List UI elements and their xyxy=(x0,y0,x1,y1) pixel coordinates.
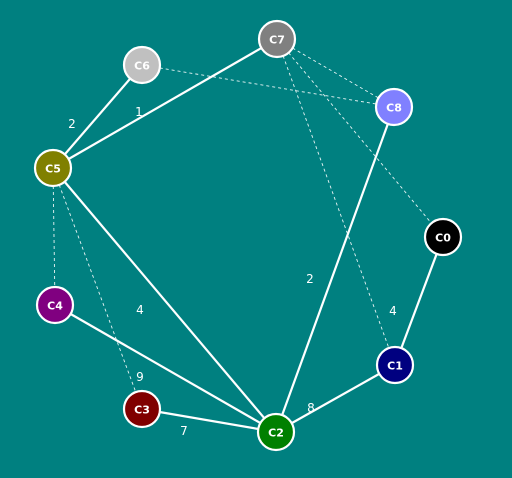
node-label: C8 xyxy=(386,102,402,115)
node-label: C1 xyxy=(387,360,403,373)
node-c0[interactable]: C0 xyxy=(423,217,463,257)
edges-layer xyxy=(52,38,445,434)
edge-weight-c3-c2: 7 xyxy=(180,424,188,438)
node-label: C5 xyxy=(45,163,61,176)
node-circle xyxy=(257,19,297,59)
node-circle xyxy=(423,217,463,257)
node-c1[interactable]: C1 xyxy=(375,345,415,385)
edge-c5-c6 xyxy=(52,64,143,169)
edge-weight-c5-c2: 4 xyxy=(136,303,144,317)
edge-c5-c7 xyxy=(52,38,278,169)
edge-weight-c5-c3: 9 xyxy=(136,370,144,384)
node-circle xyxy=(35,285,75,325)
edge-c4-c2 xyxy=(54,304,277,433)
edge-c1-c0 xyxy=(393,236,445,366)
edge-c7-c0 xyxy=(276,38,444,238)
edge-weight-c2-c1: 8 xyxy=(307,401,315,415)
node-c5[interactable]: C5 xyxy=(33,148,73,188)
node-label: C4 xyxy=(47,300,63,313)
edge-weights-layer: 2 1 4 7 8 2 4 9 xyxy=(68,105,397,438)
edge-c3-c2 xyxy=(141,407,277,434)
edge-c7-c1 xyxy=(276,38,396,366)
node-label: C2 xyxy=(268,427,284,440)
edge-c2-c1 xyxy=(275,364,396,433)
node-c3[interactable]: C3 xyxy=(122,389,162,429)
edge-c2-c8 xyxy=(274,106,396,433)
edge-c5-c3 xyxy=(52,167,143,410)
node-c7[interactable]: C7 xyxy=(257,19,297,59)
node-c2[interactable]: C2 xyxy=(256,412,296,452)
node-label: C6 xyxy=(134,60,150,73)
node-label: C0 xyxy=(435,232,451,245)
node-circle xyxy=(122,45,162,85)
node-circle xyxy=(122,389,162,429)
node-circle xyxy=(33,148,73,188)
node-label: C3 xyxy=(134,404,150,417)
node-c4[interactable]: C4 xyxy=(35,285,75,325)
edge-c5-c4 xyxy=(52,167,56,306)
edge-weight-c5-c7: 1 xyxy=(135,105,143,119)
edge-weight-c5-c6: 2 xyxy=(68,117,76,131)
edge-weight-c2-c8: 2 xyxy=(306,272,314,286)
node-c8[interactable]: C8 xyxy=(374,87,414,127)
edge-weight-c1-c0: 4 xyxy=(389,304,397,318)
node-circle xyxy=(374,87,414,127)
node-c6[interactable]: C6 xyxy=(122,45,162,85)
edge-c7-c8 xyxy=(276,38,395,108)
node-label: C7 xyxy=(269,34,285,47)
node-circle xyxy=(375,345,415,385)
edge-c6-c8 xyxy=(141,64,395,108)
node-circle xyxy=(256,412,296,452)
edge-c5-c2 xyxy=(52,167,277,433)
